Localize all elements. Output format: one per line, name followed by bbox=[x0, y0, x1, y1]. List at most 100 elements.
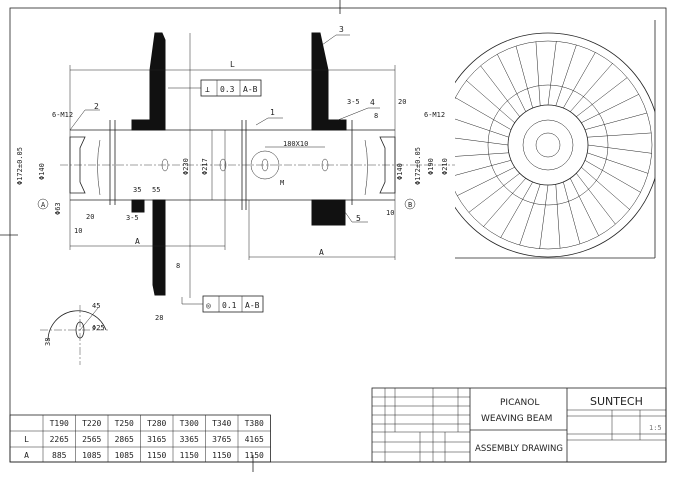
table-cell: 1150 bbox=[180, 451, 199, 460]
dim-gap-left: 3-5 bbox=[126, 214, 139, 222]
wheel-spoke bbox=[587, 144, 652, 154]
wheel-spoke bbox=[563, 52, 596, 109]
dim-10-left: 10 bbox=[74, 227, 82, 235]
wheel-spoke bbox=[581, 167, 630, 210]
beam-flange-end-view bbox=[455, 32, 655, 258]
dim-35: 35 bbox=[133, 186, 141, 194]
wheel-spoke bbox=[587, 132, 652, 138]
product-name-line2: WEAVING BEAM bbox=[481, 414, 552, 424]
table-header-cell: T300 bbox=[180, 419, 199, 428]
left-flange-disc bbox=[131, 32, 191, 298]
concentricity-symbol: ◎ bbox=[206, 301, 211, 310]
dim-M: M bbox=[280, 179, 284, 187]
table-cell: 1085 bbox=[82, 451, 101, 460]
table-cell: 3165 bbox=[147, 435, 166, 444]
title-block: PICANOL WEAVING BEAM ASSEMBLY DRAWING SU… bbox=[371, 387, 667, 463]
wheel-spoke bbox=[483, 178, 526, 227]
wheel-spoke bbox=[455, 118, 509, 138]
dim-d190: Φ190 bbox=[427, 158, 435, 175]
table-cell: 2565 bbox=[82, 435, 101, 444]
table-cell: 2865 bbox=[115, 435, 134, 444]
table-cell: 1150 bbox=[147, 451, 166, 460]
datum-A-marker bbox=[37, 198, 49, 210]
table-header-cell: T380 bbox=[245, 419, 264, 428]
table-cell: A bbox=[24, 451, 29, 460]
wheel-spoke bbox=[515, 45, 533, 109]
dim-d172-left: Φ172±0.05 bbox=[16, 147, 24, 185]
table-cell: 1150 bbox=[245, 451, 264, 460]
perpendicularity-frame: ⊥ 0.3 A-B bbox=[168, 79, 262, 97]
dim-8: 8 bbox=[374, 112, 378, 120]
right-flange-disc bbox=[311, 32, 347, 226]
dim-A-left: A bbox=[135, 237, 140, 246]
dim-d25: Φ25 bbox=[92, 324, 105, 332]
wheel-spoke bbox=[457, 166, 515, 196]
wheel-spoke bbox=[480, 65, 520, 117]
wheel-spoke bbox=[500, 181, 533, 238]
wheel-spoke bbox=[570, 63, 613, 112]
table-header-cell: T220 bbox=[82, 419, 101, 428]
datum-B: B bbox=[408, 201, 412, 209]
wheel-spoke bbox=[455, 160, 512, 176]
dim-45: 45 bbox=[92, 302, 100, 310]
table-cell: 1150 bbox=[212, 451, 231, 460]
perpendicularity-symbol: ⊥ bbox=[205, 85, 210, 94]
table-header-cell: T250 bbox=[115, 419, 134, 428]
dim-38: 38 bbox=[44, 338, 52, 346]
wheel-spoke bbox=[497, 54, 527, 112]
table-cell: 3365 bbox=[180, 435, 199, 444]
wheel-spoke bbox=[563, 181, 581, 245]
product-name-line1: PICANOL bbox=[500, 398, 539, 408]
wheel-spoke bbox=[569, 178, 599, 236]
part-2-label: 2 bbox=[94, 102, 99, 111]
dim-55: 55 bbox=[152, 186, 160, 194]
table-cell: 4165 bbox=[245, 435, 264, 444]
drawing-type: ASSEMBLY DRAWING bbox=[475, 444, 563, 454]
table-cell: L bbox=[24, 435, 29, 444]
concentricity-frame: ◎ 0.1 A-B bbox=[181, 295, 264, 313]
perpendicularity-datum: A-B bbox=[243, 85, 258, 94]
dim-d63: Φ63 bbox=[54, 202, 62, 215]
perpendicularity-value: 0.3 bbox=[220, 85, 235, 94]
dim-28: 28 bbox=[155, 314, 163, 322]
wheel-spoke bbox=[455, 152, 509, 157]
dim-d230: Φ230 bbox=[182, 158, 190, 175]
dim-L: L bbox=[230, 60, 235, 69]
table-header-cell: T280 bbox=[147, 419, 166, 428]
dim-d210: Φ210 bbox=[441, 158, 449, 175]
dim-20-left: 20 bbox=[86, 213, 94, 221]
sheet-border bbox=[9, 7, 667, 463]
dim-d217: Φ217 bbox=[201, 158, 209, 175]
wheel-spoke bbox=[587, 152, 649, 174]
wheel-spoke bbox=[455, 97, 512, 130]
table-cell: 885 bbox=[52, 451, 67, 460]
dim-d172-right: Φ172±0.05 bbox=[414, 147, 422, 185]
table-header-cell: T340 bbox=[212, 419, 231, 428]
dim-20-right: 20 bbox=[398, 98, 406, 106]
wheel-spoke bbox=[576, 77, 628, 117]
dim-thread-right: 6-M12 bbox=[424, 111, 445, 119]
section-detail: 38 45 Φ25 bbox=[40, 302, 110, 365]
wheel-spoke bbox=[581, 94, 639, 124]
part-5-label: 5 bbox=[356, 214, 361, 223]
wheel-spoke bbox=[466, 80, 515, 123]
scale-value: 1:5 bbox=[649, 424, 662, 432]
wheel-spoke bbox=[535, 41, 541, 106]
wheel-spoke bbox=[576, 173, 616, 225]
dim-10-right: 10 bbox=[386, 209, 394, 217]
wheel-spoke bbox=[547, 41, 557, 106]
wheel-spoke bbox=[584, 160, 641, 193]
part-4-label: 4 bbox=[370, 98, 375, 107]
concentricity-value: 0.1 bbox=[222, 301, 237, 310]
table-cell: 1085 bbox=[115, 451, 134, 460]
dim-d140-right: Φ140 bbox=[396, 163, 404, 180]
table-cell: 3765 bbox=[212, 435, 231, 444]
dim-d140-left: Φ140 bbox=[38, 163, 46, 180]
table-cell: 2265 bbox=[50, 435, 69, 444]
wheel-spoke bbox=[555, 44, 577, 106]
part-3-label: 3 bbox=[339, 25, 344, 34]
wheel-spoke bbox=[519, 184, 541, 246]
